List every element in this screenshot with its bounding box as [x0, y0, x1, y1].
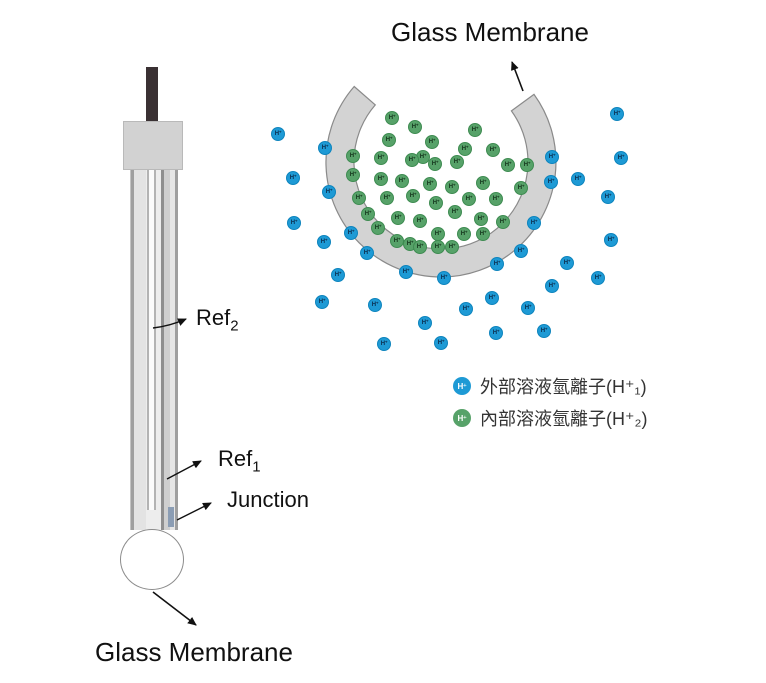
- junction-marker: [168, 507, 174, 527]
- electrode-inner-tube: [147, 170, 156, 510]
- arrow-junction: [176, 502, 212, 521]
- legend-internal-text: 內部溶液氫離子(H⁺₂): [480, 409, 648, 429]
- external-ion-swatch: H⁺: [453, 377, 471, 395]
- ref2-label-sub: 2: [230, 317, 239, 335]
- arrow-glass-membrane-top: [511, 61, 524, 92]
- internal-ion-symbol: H⁺: [457, 413, 468, 423]
- legend-external-text: 外部溶液氫離子(H⁺₁): [480, 377, 647, 397]
- glass-membrane-crescent: [325, 85, 557, 278]
- external-ion-symbol: H⁺: [457, 381, 468, 391]
- arrow-glass-membrane-bottom: [152, 591, 197, 626]
- electrode-cap: [123, 121, 183, 170]
- internal-ion-swatch: H⁺: [453, 409, 471, 427]
- arrow-ref1: [166, 460, 202, 480]
- ref1-label-sub: 1: [252, 458, 261, 476]
- electrode-wire: [146, 67, 158, 123]
- arrow-ref2: [152, 318, 187, 329]
- ref2-label: Ref2: [196, 305, 239, 334]
- glass-membrane-bulb: [120, 529, 184, 590]
- ref2-label-base: Ref: [196, 305, 231, 330]
- ref1-label: Ref1: [218, 446, 261, 475]
- glass-membrane-top-label: Glass Membrane: [391, 17, 589, 47]
- glass-membrane-bottom-label: Glass Membrane: [95, 637, 293, 667]
- legend-item-internal: H⁺ 內部溶液氫離子(H⁺₂): [453, 405, 647, 431]
- legend-item-external: H⁺ 外部溶液氫離子(H⁺₁): [453, 373, 647, 399]
- ref1-label-base: Ref: [218, 446, 253, 471]
- junction-label: Junction: [227, 487, 309, 512]
